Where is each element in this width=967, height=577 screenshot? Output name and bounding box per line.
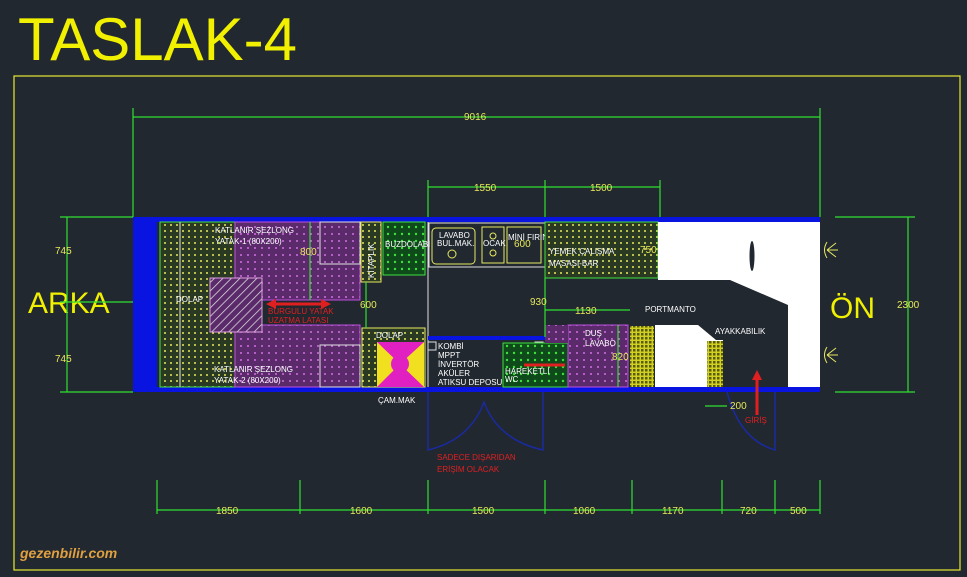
shower-label-line1: DUŞ [585, 329, 602, 338]
fridge-label: BUZDOLABI [385, 240, 430, 249]
front-light-icon [824, 241, 838, 259]
dim-left-2: 745 [55, 354, 72, 365]
dim-oven-600: 600 [514, 239, 531, 250]
wc-label-line2: WC [505, 375, 519, 384]
bottom-wall [133, 387, 820, 392]
entrance-label: GİRİŞ [745, 416, 767, 425]
dim-shower-820: 820 [612, 352, 629, 363]
dim-table-750: 750 [640, 245, 657, 256]
bed-extension-label-line1: BURGULU YATAK [268, 307, 334, 316]
bed-2 [234, 324, 361, 388]
stove [481, 226, 505, 264]
dim-bottom: 500 [790, 506, 807, 517]
sink [431, 227, 476, 265]
wc-label-line1: HAREKETLİ [505, 367, 549, 376]
dim-bath-length: 1130 [575, 306, 597, 317]
shower-label-line2: LAVABO [585, 339, 616, 348]
bed-2-pillow [319, 344, 361, 388]
bed-1-pillow [319, 221, 361, 265]
coat-rack [630, 326, 654, 387]
dining-table-bar [544, 221, 659, 279]
dimension-lines [60, 108, 915, 514]
wardrobe-label: DOLAP [176, 295, 203, 304]
dim-bed-gap: 800 [300, 247, 317, 258]
utility-marker [427, 341, 437, 351]
bookshelf-label: KİTAPLIK [367, 243, 376, 278]
back-label: ARKA [28, 287, 110, 320]
utility-item: İNVERTÖR [438, 360, 479, 369]
shower-sink-extension [545, 325, 568, 343]
outside-access-line1: SADECE DIŞARIDAN [437, 453, 516, 462]
dim-bottom: 720 [740, 506, 757, 517]
dim-aisle-mid: 930 [530, 297, 547, 308]
washing-machine-drum [391, 355, 409, 373]
front-light-icon [824, 346, 838, 364]
dim-bottom: 1600 [350, 506, 373, 517]
stove-label: OCAK [483, 239, 506, 248]
dim-overall-width: 2300 [897, 300, 920, 311]
bed-2-label-line1: KATLANIR ŞEZLONG [214, 365, 293, 374]
bed-1-label-line2: YATAK-1 (80X200) [215, 237, 282, 246]
bed-1-label-line1: KATLANIR ŞEZLONG [215, 226, 294, 235]
service-doors [427, 392, 544, 451]
table-label-line1: YEMEK ÇALIŞMA [549, 247, 615, 256]
sink-label-line1: LAVABO [439, 231, 470, 240]
utility-item: MPPT [438, 351, 460, 360]
mini-oven [506, 226, 542, 264]
burner-icon [489, 249, 497, 257]
dim-top-2: 1500 [590, 183, 613, 194]
dim-left-1: 745 [55, 246, 72, 257]
bed-extension-label-line2: UZATMA LATASI [268, 316, 328, 325]
utility-list: KOMBİ MPPT İNVERTÖR AKÜLER ATIKSU DEPOSU [438, 342, 503, 387]
drawing-title: TASLAK-4 [18, 6, 297, 73]
dim-bottom: 1060 [573, 506, 596, 517]
entry-arrow-head [752, 370, 762, 380]
oven-label: MİNİ FIRIN [508, 233, 548, 242]
sink-label-line2: BUL.MAK. [437, 239, 474, 248]
bookshelf [360, 221, 382, 283]
entry-door [726, 391, 776, 451]
dim-top-1: 1550 [474, 183, 497, 194]
front-label: ÖN [830, 292, 875, 325]
entry-floor [655, 325, 723, 387]
dim-aisle: 600 [360, 300, 377, 311]
utility-item: KOMBİ [438, 342, 464, 351]
dim-bottom: 1850 [216, 506, 239, 517]
drawing-frame [13, 75, 961, 571]
arrow-head-left [266, 299, 276, 309]
bottom-dimension-labels: 1850 1600 1500 1060 1170 720 500 [216, 506, 807, 517]
coat-rack-label: PORTMANTO [645, 305, 696, 314]
shoe-rack-label: AYAKKABILIK [715, 327, 766, 336]
dim-overall-length: 9016 [464, 112, 487, 123]
front-entry-area [658, 222, 820, 387]
outside-access-line2: ERİŞİM OLACAK [437, 465, 500, 474]
burner-icon [489, 232, 497, 240]
top-wall [133, 217, 820, 222]
dim-bottom: 1500 [472, 506, 495, 517]
fridge [382, 221, 426, 276]
dim-bottom: 1170 [662, 506, 684, 517]
table-label-line2: MASASI-BAR [549, 259, 599, 268]
watermark-logo: gezenbilir.com [19, 545, 117, 561]
washer-label: ÇAM.MAK [378, 396, 416, 405]
cabinet-label: DOLAP [376, 331, 403, 340]
bed-2-label-line2: YATAK-2 (80X200) [214, 376, 281, 385]
arrow-head-right [321, 299, 331, 309]
utility-item: AKÜLER [438, 369, 470, 378]
interior-wall [428, 336, 545, 340]
utility-item: ATIKSU DEPOSU [438, 378, 503, 387]
shoe-rack [707, 341, 723, 387]
dim-door-offset: 200 [730, 401, 747, 412]
rear-wall [133, 217, 157, 392]
bed-extension-hatch [209, 277, 263, 333]
sink-drain-icon [447, 249, 457, 259]
bed-1 [234, 221, 361, 301]
window-mark [749, 241, 755, 271]
